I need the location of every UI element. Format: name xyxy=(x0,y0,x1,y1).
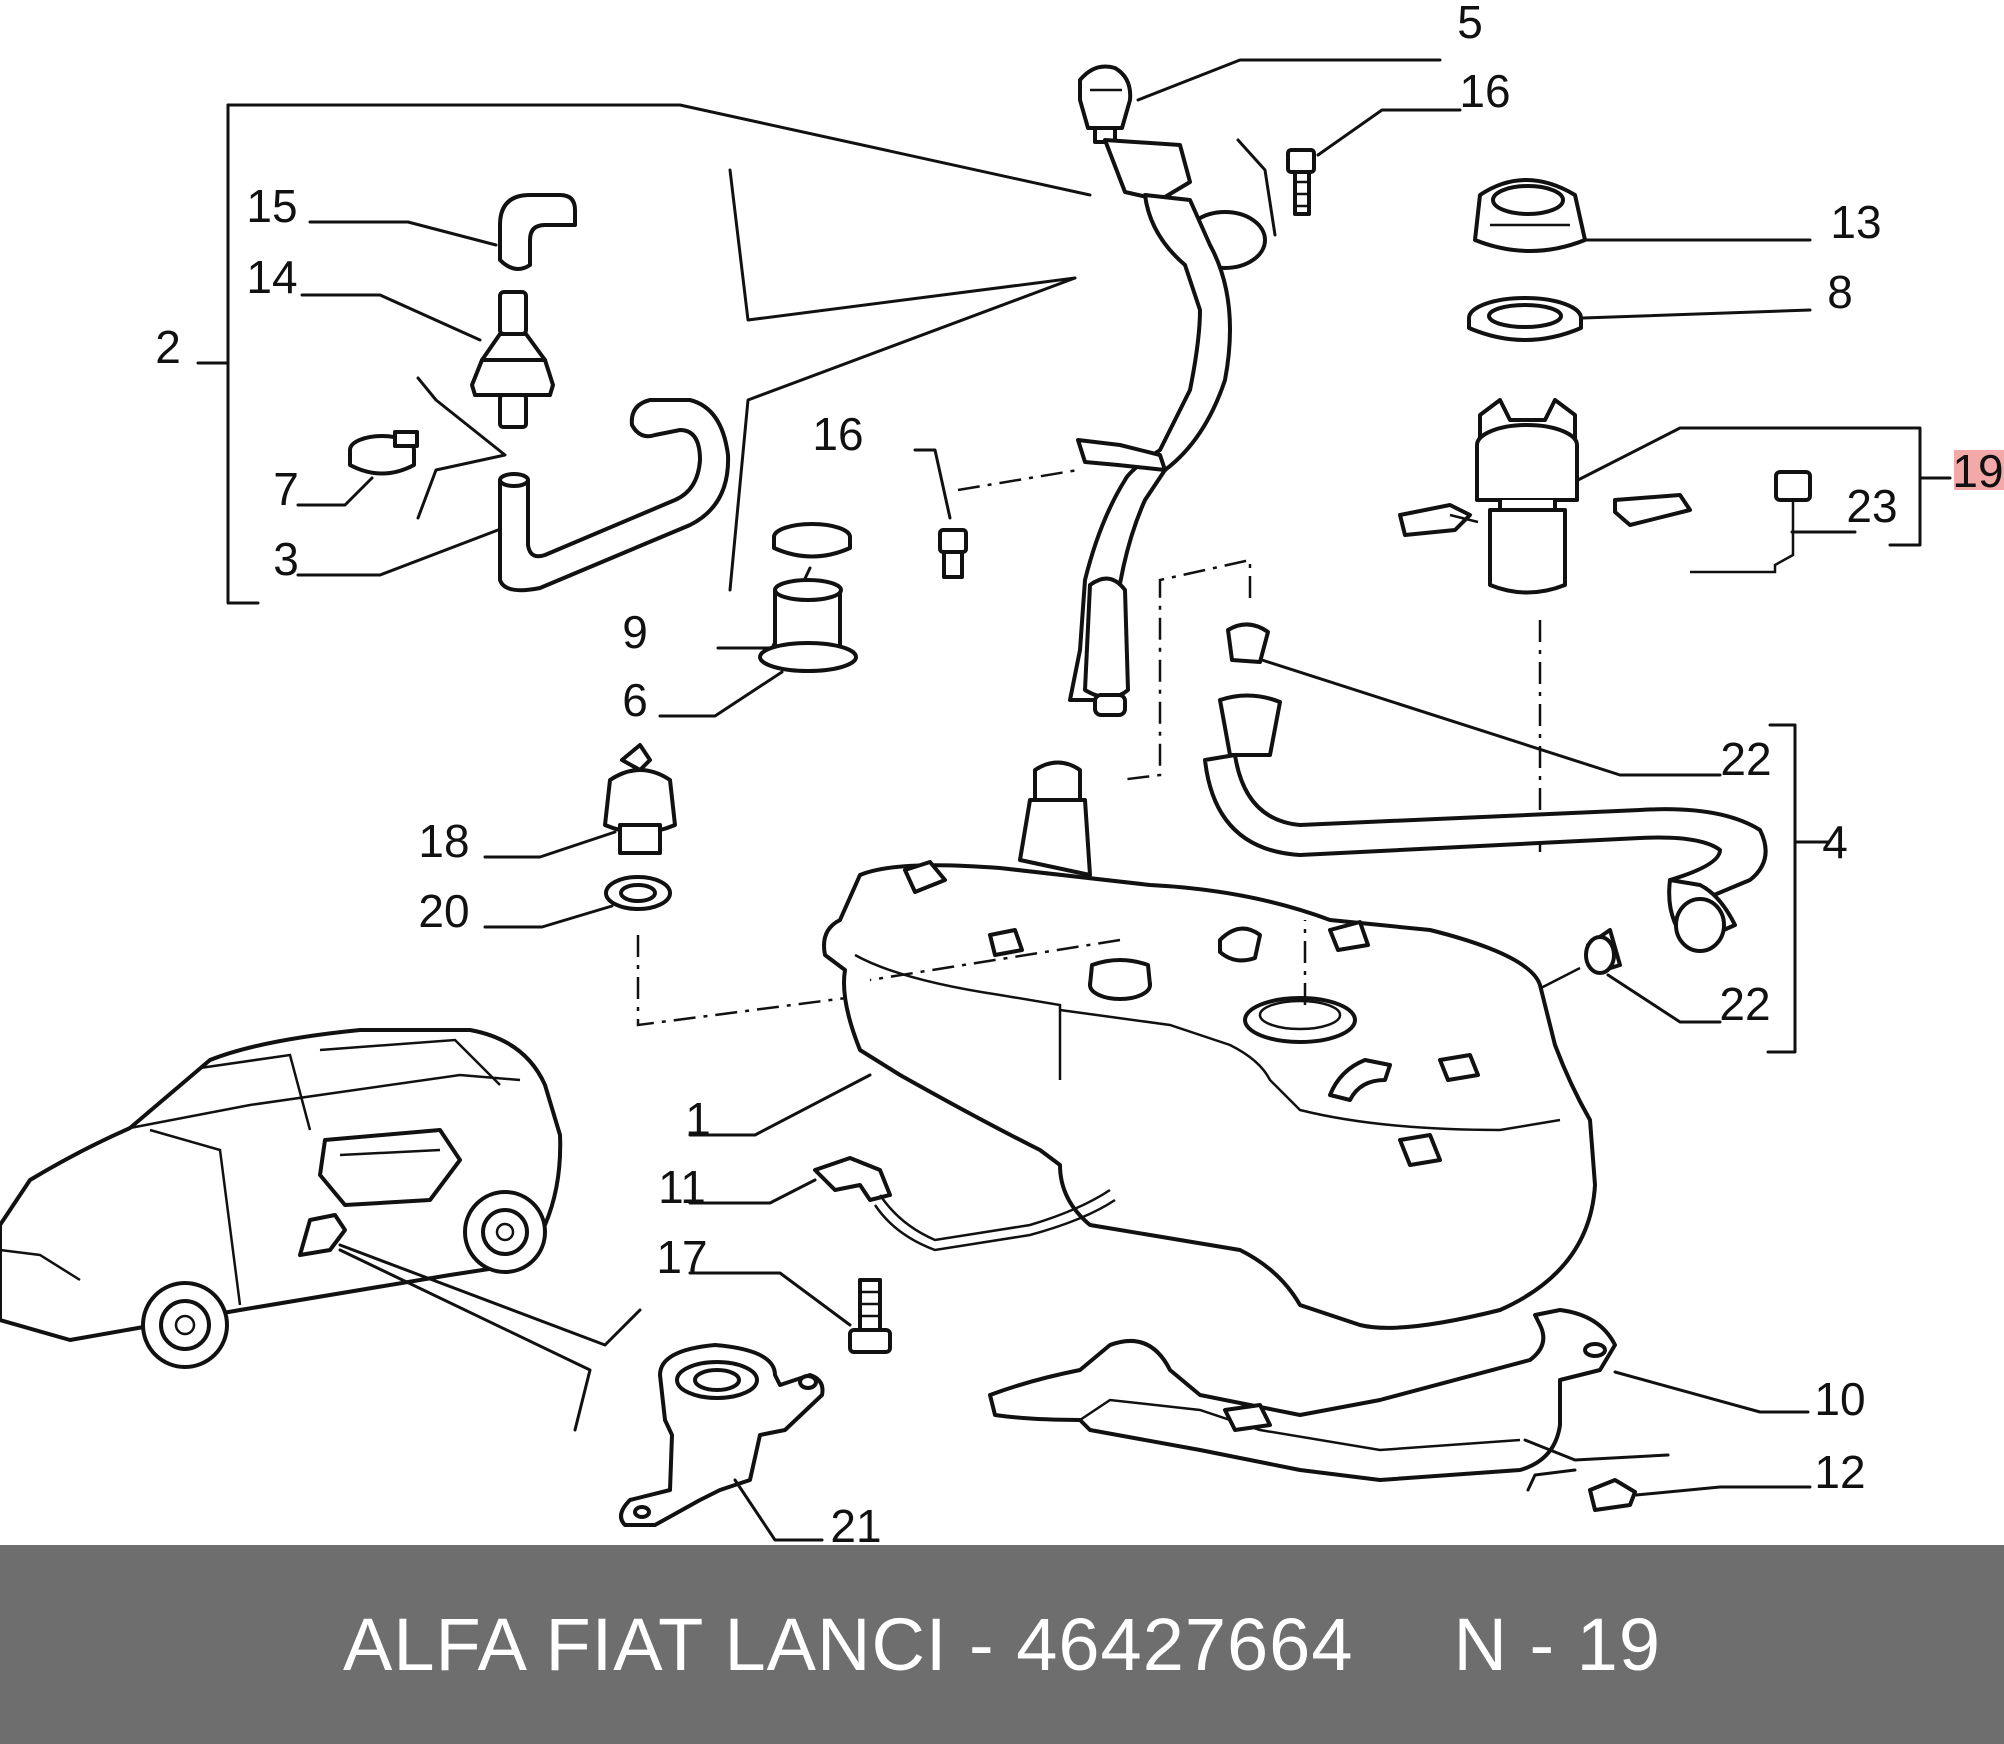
svg-text:19: 19 xyxy=(1952,445,2003,497)
callout-22-upper: 22 xyxy=(1720,733,1771,785)
callout-7: 7 xyxy=(273,463,299,515)
filler-neck-pipe xyxy=(728,138,1267,717)
part-13-ring-nut xyxy=(1473,178,1812,253)
callout-8: 8 xyxy=(1827,266,1853,318)
part-15-elbow-hose xyxy=(308,193,577,271)
callout-9: 9 xyxy=(622,606,648,658)
footer-caption: ALFA FIAT LANCI - 46427664 N - 19 xyxy=(343,1602,1661,1687)
part-22-upper-fitting xyxy=(1119,558,1722,782)
callout-16-top: 16 xyxy=(1459,65,1510,117)
callout-20: 20 xyxy=(418,885,469,937)
callout-1: 1 xyxy=(685,1093,711,1145)
callout-10: 10 xyxy=(1814,1373,1865,1425)
part-16-top-bolt xyxy=(1236,108,1462,237)
callout-5: 5 xyxy=(1457,0,1483,48)
callout-4: 4 xyxy=(1822,816,1848,868)
callout-14: 14 xyxy=(246,251,297,303)
part-3-hose xyxy=(296,398,731,593)
vehicle-illustration xyxy=(0,1028,642,1432)
part-18-breather xyxy=(483,743,677,859)
callout-12: 12 xyxy=(1814,1446,1865,1498)
part-23-sender xyxy=(1613,470,1857,574)
bracket-group-2 xyxy=(196,103,1092,605)
callout-21: 21 xyxy=(830,1500,881,1545)
footer-caption-bar: ALFA FIAT LANCI - 46427664 N - 19 xyxy=(0,1545,2004,1744)
part-7-clamp xyxy=(296,376,507,520)
part-12-clip xyxy=(1526,1468,1812,1512)
callout-3: 3 xyxy=(273,533,299,585)
part-19-pump xyxy=(1398,398,1952,860)
part-8-seal xyxy=(1467,296,1812,342)
callout-13: 13 xyxy=(1830,196,1881,248)
callout-15: 15 xyxy=(246,180,297,232)
part-16-mid-bolt xyxy=(913,448,1079,579)
part-17-bolt xyxy=(688,1271,892,1354)
callout-17: 17 xyxy=(656,1231,707,1283)
callout-16-mid: 16 xyxy=(812,408,863,460)
part-1-fuel-tank xyxy=(688,760,1597,1330)
part-21-mount xyxy=(619,1343,825,1542)
callout-19-highlighted: 19 xyxy=(1952,445,2004,497)
part-14-valve xyxy=(300,290,555,429)
page-reference-text: N - 19 xyxy=(1453,1603,1661,1686)
callout-labels: 5 16 13 8 15 14 2 7 3 19 23 16 9 6 22 4 … xyxy=(155,0,2004,1545)
callout-6: 6 xyxy=(622,674,648,726)
callout-2: 2 xyxy=(155,321,181,373)
callout-22-lower: 22 xyxy=(1719,978,1770,1030)
part-10-bracket xyxy=(988,1308,1810,1482)
callout-18: 18 xyxy=(418,815,469,867)
part-number-text: ALFA FIAT LANCI - 46427664 xyxy=(343,1603,1354,1686)
part-5-cap xyxy=(1078,58,1442,144)
part-11-strap xyxy=(688,1156,1116,1252)
part-6-sleeve xyxy=(658,578,858,718)
exploded-parts-diagram: 5 16 13 8 15 14 2 7 3 19 23 16 9 6 22 4 … xyxy=(0,0,2004,1545)
part-4-corrugated-hose xyxy=(1203,693,1830,1054)
callout-11: 11 xyxy=(658,1161,706,1213)
diagram-svg: 5 16 13 8 15 14 2 7 3 19 23 16 9 6 22 4 … xyxy=(0,0,2004,1545)
callout-23: 23 xyxy=(1846,480,1897,532)
